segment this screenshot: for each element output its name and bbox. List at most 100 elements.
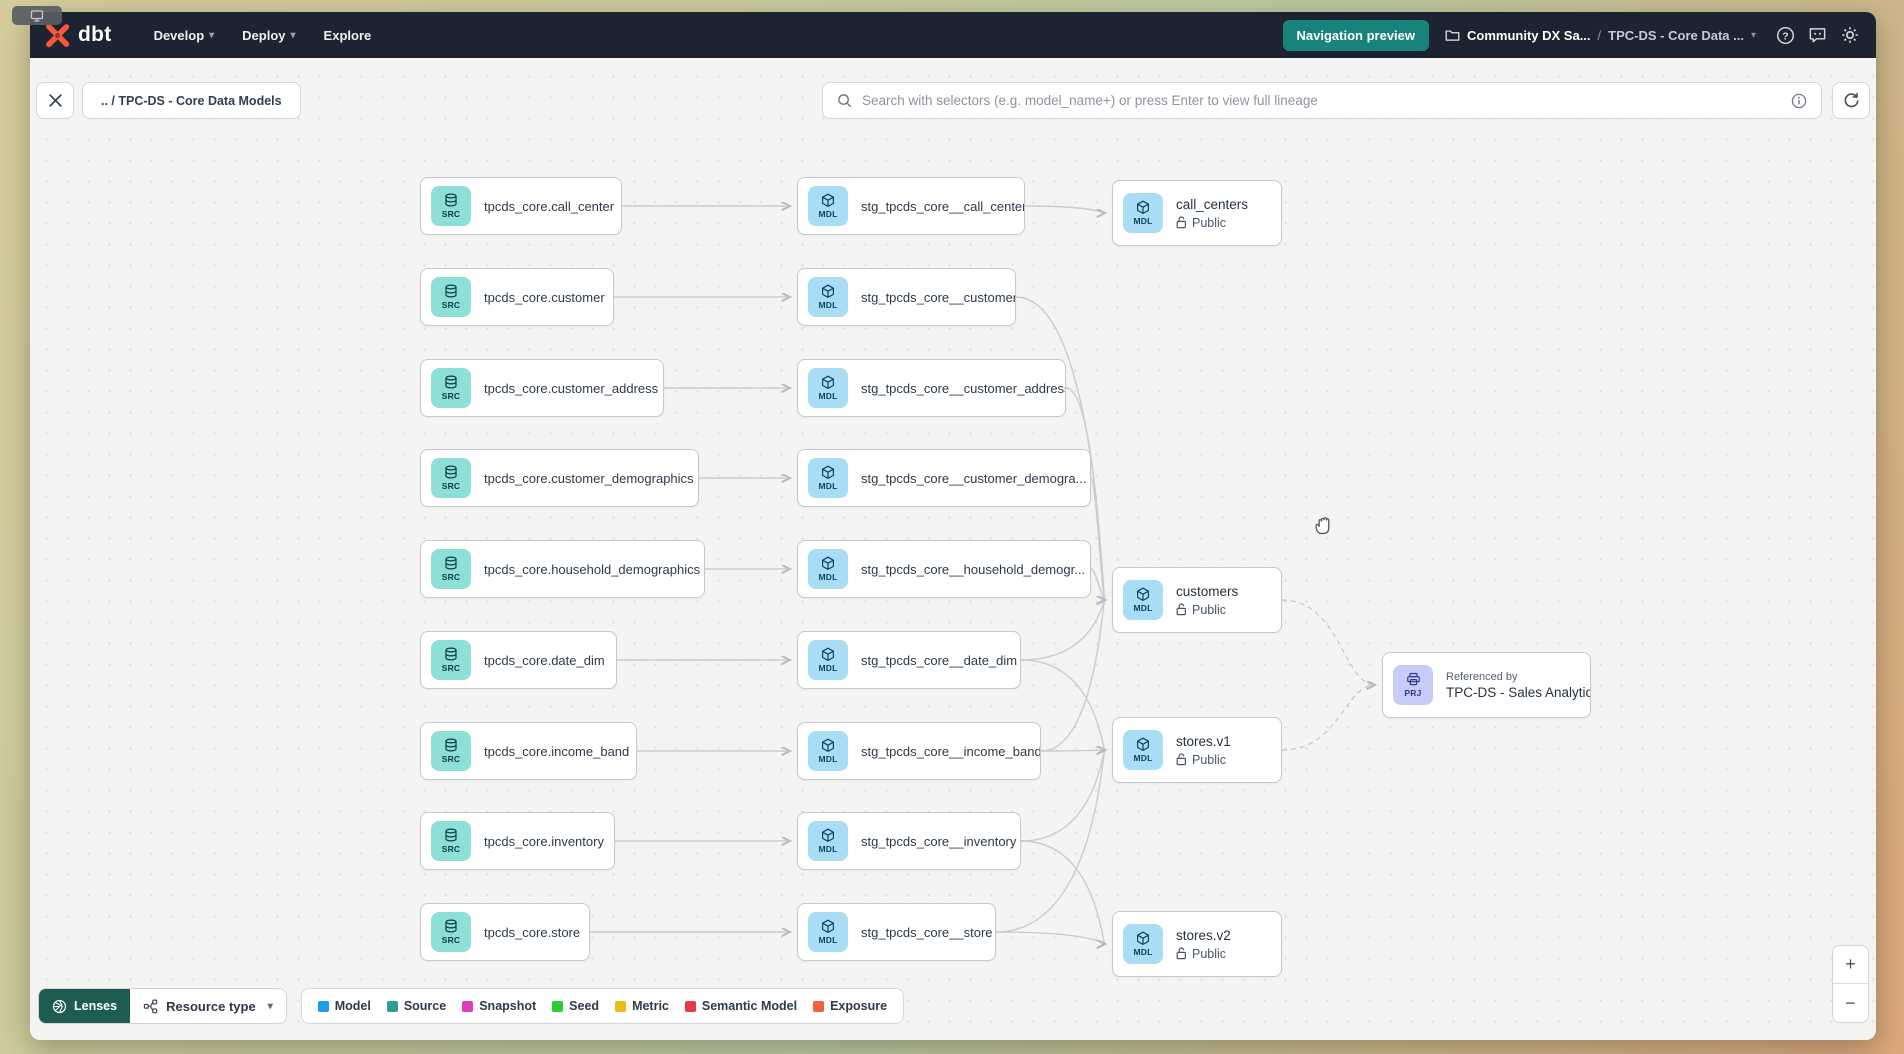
lineage-node-m4[interactable]: MDL stg_tpcds_core__customer_demogra... <box>797 449 1091 507</box>
legend-item-metric: Metric <box>615 999 669 1013</box>
navbar-right: Navigation preview Community DX Sa... / … <box>1282 19 1860 51</box>
node-label: stg_tpcds_core__income_band <box>861 743 1041 759</box>
source-badge: SRC <box>431 549 471 589</box>
resource-type-button[interactable]: Resource type ▾ <box>130 989 286 1023</box>
cube-icon <box>822 556 834 570</box>
close-icon <box>48 94 62 107</box>
screenshare-indicator <box>12 6 62 25</box>
legend-item-source: Source <box>386 999 446 1013</box>
nav-item-develop[interactable]: Develop ▾ <box>153 27 215 43</box>
lineage-edge-m9-stores_v2 <box>995 931 1105 944</box>
model-badge: MDL <box>808 458 848 498</box>
node-labels: stg_tpcds_core__income_band <box>861 743 1041 759</box>
top-navbar: dbt Develop ▾ Deploy ▾ Explore Navigatio… <box>30 12 1876 58</box>
database-icon <box>445 465 457 479</box>
chevron-down-icon: ▾ <box>267 1000 273 1012</box>
lineage-edge-m4-customers <box>1090 477 1105 600</box>
info-icon[interactable] <box>1791 93 1807 109</box>
lineage-node-s2[interactable]: SRC tpcds_core.customer <box>420 268 614 326</box>
navigation-preview-button[interactable]: Navigation preview <box>1282 19 1430 51</box>
legend-swatch <box>317 1000 329 1012</box>
legend-bar: Lenses Resource type ▾ <box>38 988 905 1024</box>
source-badge: SRC <box>431 368 471 408</box>
zoom-in-button[interactable]: + <box>1833 946 1868 984</box>
nav-item-explore[interactable]: Explore <box>323 27 372 43</box>
model-badge: MDL <box>808 277 848 317</box>
model-badge: MDL <box>1123 193 1163 233</box>
node-label: tpcds_core.store <box>484 924 581 940</box>
dbt-wordmark: dbt <box>78 23 112 46</box>
cube-icon <box>1137 737 1149 751</box>
chevron-down-icon: ▾ <box>290 29 296 41</box>
settings-button[interactable] <box>1840 25 1860 45</box>
legend-swatch <box>615 1000 627 1012</box>
node-labels: tpcds_core.customer <box>484 290 605 305</box>
node-label: stg_tpcds_core__call_center <box>861 198 1025 214</box>
lineage-breadcrumb-chip[interactable]: .. / TPC-DS - Core Data Models <box>82 82 301 119</box>
source-badge: SRC <box>431 458 471 498</box>
node-label: tpcds_core.call_center <box>484 198 615 214</box>
dbt-logo[interactable]: dbt <box>44 22 112 49</box>
model-badge: MDL <box>808 549 848 589</box>
legend-swatch <box>386 1000 398 1012</box>
feedback-button[interactable] <box>1808 26 1827 45</box>
search-input[interactable] <box>862 93 1781 108</box>
node-labels: stg_tpcds_core__customer_demogra... <box>861 471 1086 486</box>
cube-icon <box>822 919 834 933</box>
nav-item-deploy[interactable]: Deploy ▾ <box>242 27 296 43</box>
public-lock-icon <box>1176 216 1186 229</box>
lineage-edge-m1-call_centers <box>1024 205 1105 213</box>
node-label: stg_tpcds_core__customer_demogra... <box>861 470 1087 486</box>
help-icon: ? <box>1776 26 1795 44</box>
node-label: call_centers <box>1176 196 1249 212</box>
zoom-out-button[interactable]: − <box>1833 984 1868 1022</box>
refresh-lineage-button[interactable] <box>1832 82 1870 119</box>
cube-icon <box>822 738 834 752</box>
public-lock-icon <box>1176 753 1186 766</box>
database-icon <box>445 828 457 842</box>
cube-icon <box>822 193 834 207</box>
project-breadcrumb[interactable]: Community DX Sa... / TPC-DS - Core Data … <box>1445 28 1756 43</box>
node-label: TPC-DS - Sales Analytics <box>1446 684 1591 700</box>
close-lineage-button[interactable] <box>36 82 74 119</box>
lenses-button[interactable]: Lenses <box>39 989 131 1023</box>
folder-icon <box>1445 29 1460 41</box>
lineage-edge-m8-stores_v2 <box>1020 840 1105 944</box>
help-button[interactable]: ? <box>1776 26 1795 45</box>
node-pre-label: Referenced by <box>1446 670 1518 683</box>
node-label: customers <box>1176 583 1239 599</box>
lineage-edge-m7-customers <box>1040 600 1105 752</box>
project-icon <box>1406 672 1420 686</box>
node-labels: stg_tpcds_core__store <box>861 925 993 940</box>
node-label: stg_tpcds_core__date_dim <box>861 652 1018 668</box>
source-badge: SRC <box>431 277 471 317</box>
node-labels: tpcds_core.call_center <box>484 199 614 214</box>
